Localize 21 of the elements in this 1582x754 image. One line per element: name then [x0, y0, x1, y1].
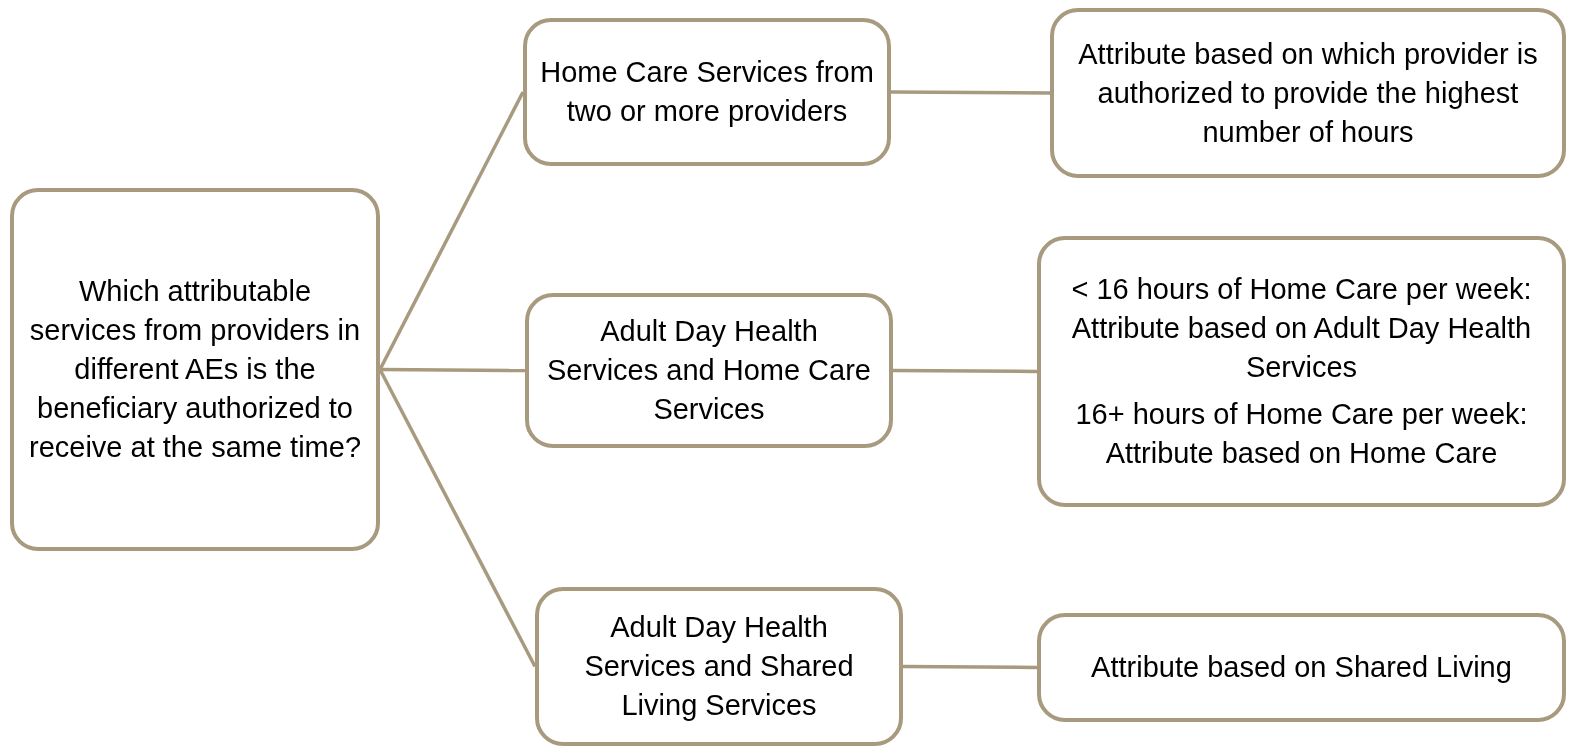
- rounded-box: [535, 587, 903, 746]
- rounded-box: [10, 188, 380, 551]
- connector-line: [903, 664, 1037, 670]
- box-text: Attribute based on which provider is authorized to provide the highest number of hours: [1077, 36, 1539, 150]
- connector-line: [378, 91, 525, 371]
- box-text: Adult Day Health Services and Shared Living Services: [583, 610, 855, 723]
- box-text: Home Care Services from two or more providers: [539, 55, 875, 129]
- rounded-box: [525, 293, 893, 448]
- box-text: Adult Day Health Services and Home Care Services: [546, 314, 872, 427]
- rounded-box: [1037, 236, 1566, 507]
- box-text: Attribute based on Shared Living: [1091, 650, 1512, 685]
- rounded-box: [1037, 613, 1566, 722]
- box-text: Which attributable services from providers in different AEs is the beneficiary authorized to receive at the same time?: [27, 274, 362, 465]
- connector-line: [891, 90, 1050, 95]
- box-text: < 16 hours of Home Care per week: Attribute based on Adult Day Health Services: [1070, 272, 1533, 385]
- connector-line: [378, 368, 537, 668]
- connector-line: [893, 368, 1037, 374]
- box-text: 16+ hours of Home Care per week: Attribute based on Home Care: [1074, 397, 1529, 471]
- connector-line: [380, 367, 525, 373]
- rounded-box: [523, 18, 891, 166]
- rounded-box: [1050, 8, 1566, 178]
